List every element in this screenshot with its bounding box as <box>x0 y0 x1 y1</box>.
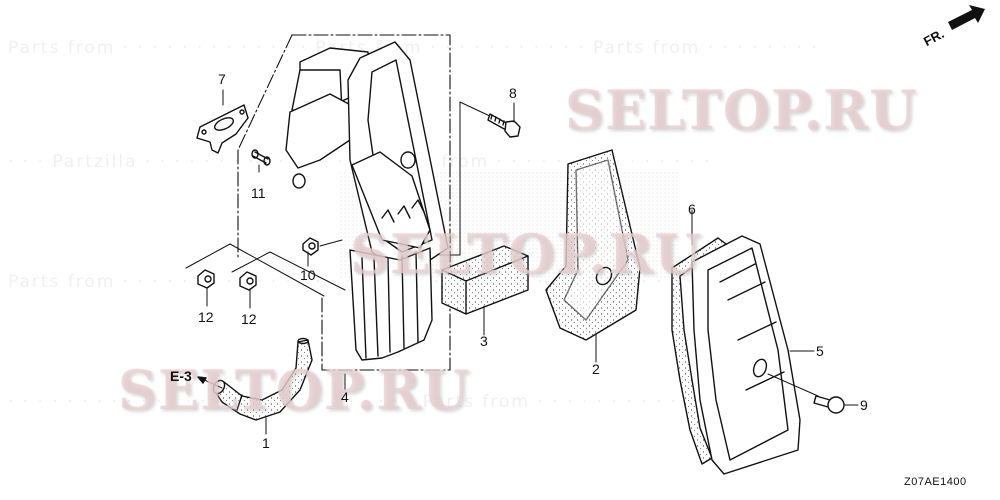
part-4-air-cleaner-case <box>285 41 449 361</box>
arrow-left-icon <box>197 376 223 389</box>
callout-12b: 12 <box>241 311 257 327</box>
watermark-middle: SELTOP.RU <box>350 222 703 286</box>
part-12-nut-a <box>197 269 215 289</box>
callout-3: 3 <box>480 333 488 349</box>
callout-1: 1 <box>262 435 270 451</box>
callout-9: 9 <box>860 397 868 413</box>
part-7-gasket-plate <box>196 104 249 154</box>
background-text-row-1: Parts from · · · · · · · · · · · · · Par… <box>8 38 819 58</box>
assembly-outline-4 <box>237 34 451 371</box>
callout-6: 6 <box>688 201 696 217</box>
callout-2: 2 <box>592 361 600 377</box>
leader-12b <box>231 251 346 291</box>
part-10-nut <box>302 237 319 256</box>
callout-leaders <box>206 89 859 435</box>
watermark-top: SELTOP.RU <box>565 78 918 142</box>
diagram-code: Z07AE1400 <box>904 476 967 488</box>
part-5-cover <box>691 235 801 475</box>
callout-4: 4 <box>341 389 349 405</box>
callout-7: 7 <box>218 71 226 87</box>
part-3-foam-block <box>441 245 529 315</box>
part-2-filter-element <box>545 149 641 341</box>
callout-5: 5 <box>816 343 824 359</box>
leader-10 <box>319 239 343 247</box>
callout-11: 11 <box>251 185 266 201</box>
part-11-pin <box>251 149 271 166</box>
arrow-up-right-icon <box>948 5 985 30</box>
part-9-screw <box>767 373 845 414</box>
watermark-bottom: SELTOP.RU <box>118 358 471 422</box>
callout-8: 8 <box>509 85 517 101</box>
part-12-nut-b <box>239 271 257 291</box>
leader-12a <box>185 243 325 297</box>
part-8-bolt <box>487 113 521 138</box>
callout-10: 10 <box>300 267 316 283</box>
background-text-row-4: · · · · · · · · · · · · · · · · · · · · … <box>8 392 679 412</box>
callout-12a: 12 <box>198 309 214 325</box>
reference-label-e3: E-3 <box>170 368 192 384</box>
leader-8 <box>439 101 461 256</box>
